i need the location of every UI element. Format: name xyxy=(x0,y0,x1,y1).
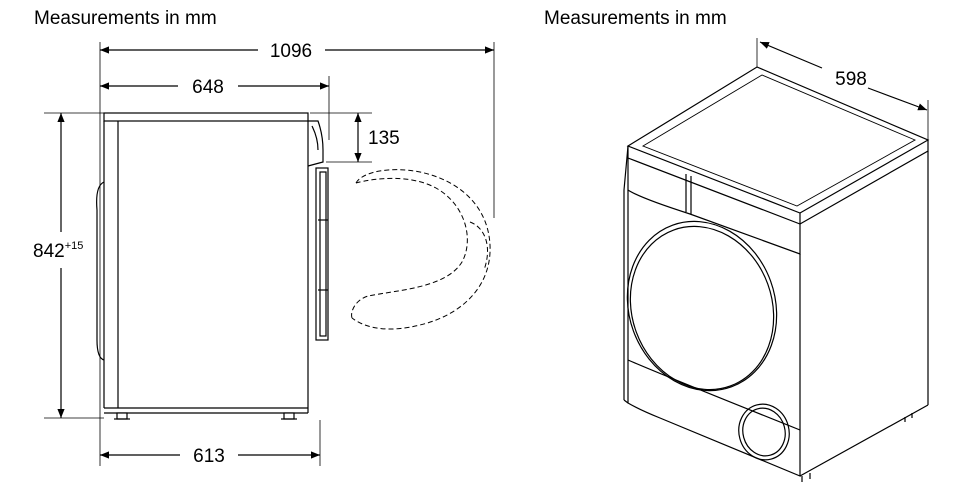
dim-height: 842+15 xyxy=(33,240,83,262)
dim-height-tolerance: +15 xyxy=(65,240,84,252)
iso-view-title: Measurements in mm xyxy=(544,8,727,29)
dim-height-value: 842 xyxy=(33,241,65,262)
dim-depth-body: 613 xyxy=(193,446,225,467)
side-view-title: Measurements in mm xyxy=(34,8,217,29)
dim-control-panel-offset: 135 xyxy=(368,128,400,149)
dim-total-depth-door-open: 1096 xyxy=(270,41,312,62)
side-view xyxy=(44,42,495,466)
iso-view xyxy=(623,38,930,482)
dim-width: 598 xyxy=(835,69,867,90)
dim-depth-with-door: 648 xyxy=(192,77,224,98)
